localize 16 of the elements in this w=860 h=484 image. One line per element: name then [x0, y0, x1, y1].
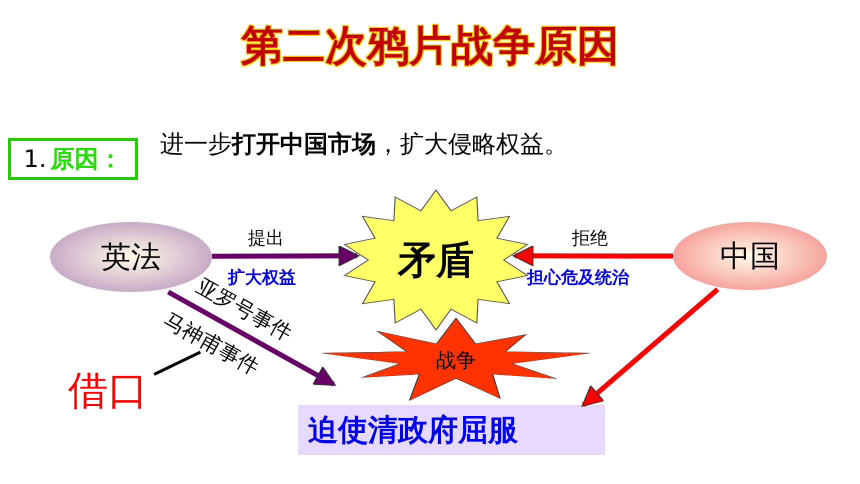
- leader-line: [153, 350, 202, 376]
- edge-label: 提出: [248, 227, 284, 250]
- edge-label: 拒绝: [572, 227, 608, 250]
- result-box: 迫使清政府屈服: [298, 405, 605, 455]
- heading-box: 1. 原因：: [8, 138, 138, 180]
- arrow: [582, 287, 720, 407]
- edge-note: 担心危及统治: [527, 267, 629, 289]
- cause-sentence: 进一步打开中国市场，扩大侵略权益。: [160, 129, 568, 160]
- note-text: 借口: [62, 364, 156, 416]
- war-explosion: 战争: [320, 318, 592, 403]
- arrow: [212, 245, 360, 266]
- edge-note: 扩大权益: [228, 267, 296, 288]
- arrow: [512, 245, 673, 266]
- country-ellipse: 中国: [673, 222, 827, 290]
- title: 第二次鸦片战争原因: [240, 20, 620, 72]
- arrow: [167, 290, 336, 386]
